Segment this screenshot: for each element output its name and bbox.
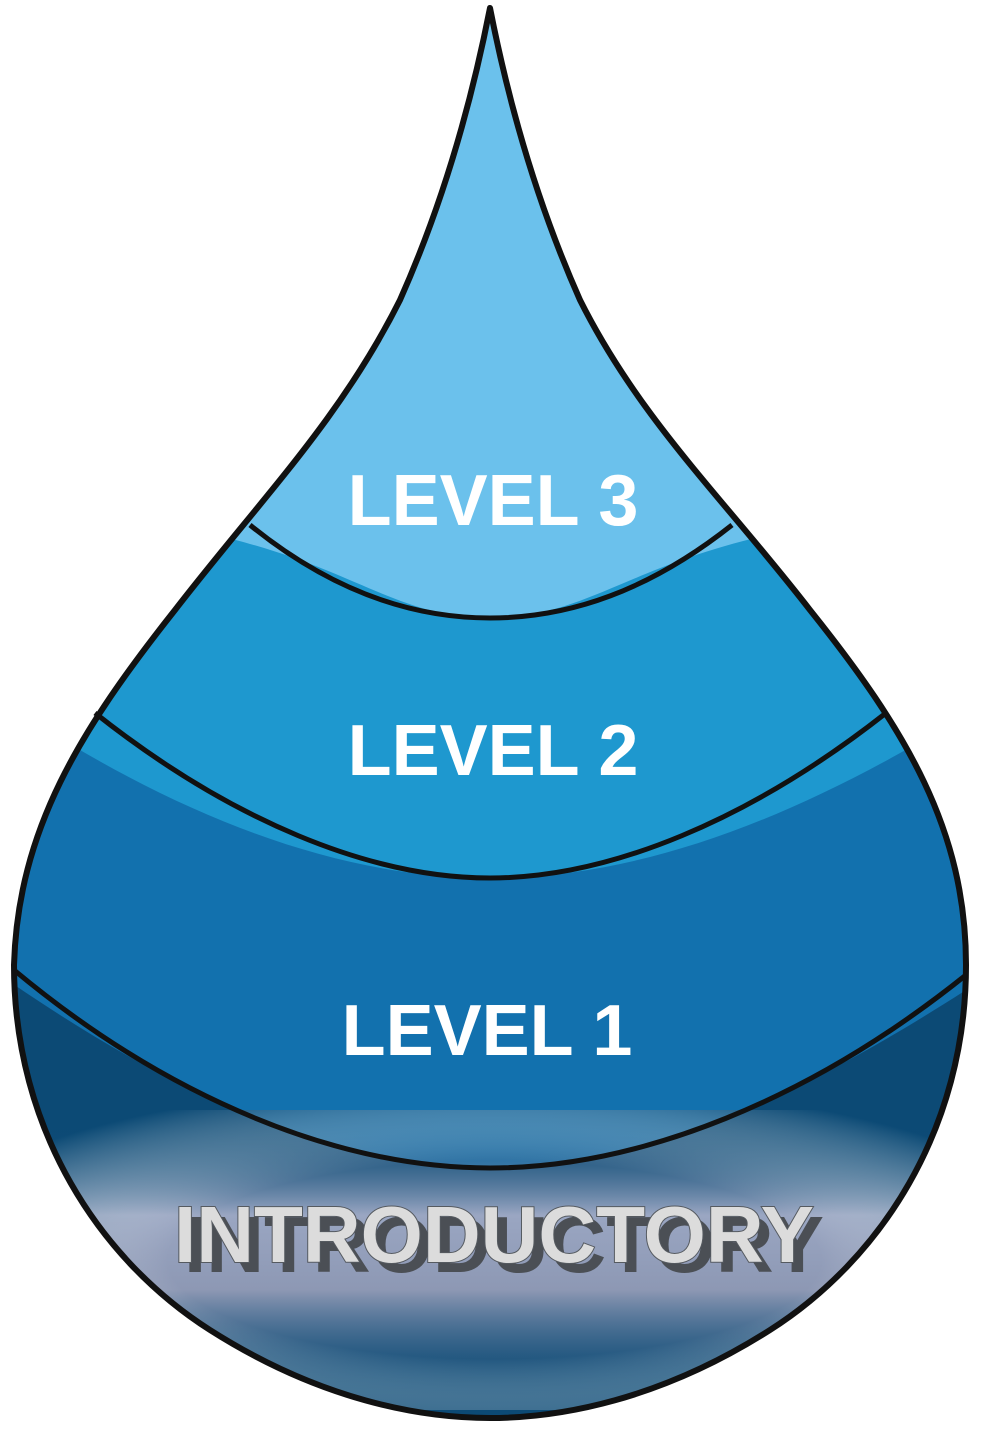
label-introductory-shadow: INTRODUCTORY (184, 1200, 824, 1289)
divider-level2-level1 (93, 711, 888, 881)
label-level-2: LEVEL 2 (348, 711, 639, 791)
label-level-3: LEVEL 3 (348, 461, 639, 541)
divider-level3-level2 (248, 523, 734, 621)
label-introductory: INTRODUCTORY (174, 1190, 814, 1279)
label-level-1: LEVEL 1 (342, 991, 633, 1071)
drop-outline (11, 5, 969, 1421)
divider-level1-introductory (12, 968, 968, 1171)
